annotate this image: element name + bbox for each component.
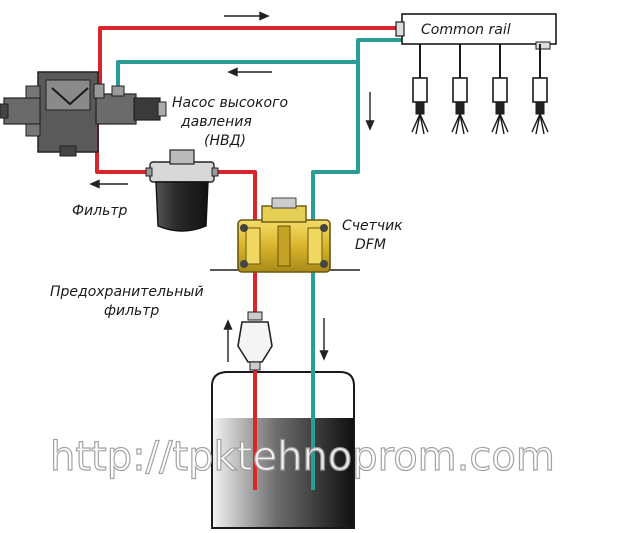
- supply-line: [95, 26, 402, 490]
- high-pressure-pump-icon: [0, 71, 167, 157]
- common-rail: [395, 13, 557, 50]
- injector-2-icon: [451, 44, 469, 135]
- return-line: [116, 38, 402, 490]
- safety-filter-label-line1: Предохранительный: [50, 284, 204, 300]
- pump-label-line2: давления: [180, 114, 252, 130]
- pump-label-line1: Насос высокого: [172, 95, 288, 111]
- filter-label: Фильтр: [72, 203, 128, 219]
- flow-arrows: [89, 11, 375, 362]
- meter-label-line2: DFM: [355, 237, 386, 253]
- watermark: http://tpktehnoprom.com: [50, 434, 555, 480]
- injector-4-icon: [531, 44, 549, 135]
- dfm-meter-icon: [210, 197, 360, 273]
- injector-1-icon: [411, 44, 429, 135]
- pump-label-line3: (НВД): [204, 133, 246, 149]
- fuel-filter-icon: [145, 149, 219, 232]
- common-rail-label: Common rail: [421, 22, 511, 38]
- meter-label-line1: Счетчик: [342, 218, 403, 234]
- safety-filter-icon: [237, 311, 273, 371]
- fuel-tank: [211, 371, 355, 529]
- injector-3-icon: [491, 44, 509, 135]
- safety-filter-label-line2: фильтр: [104, 303, 159, 319]
- injectors: [411, 44, 549, 135]
